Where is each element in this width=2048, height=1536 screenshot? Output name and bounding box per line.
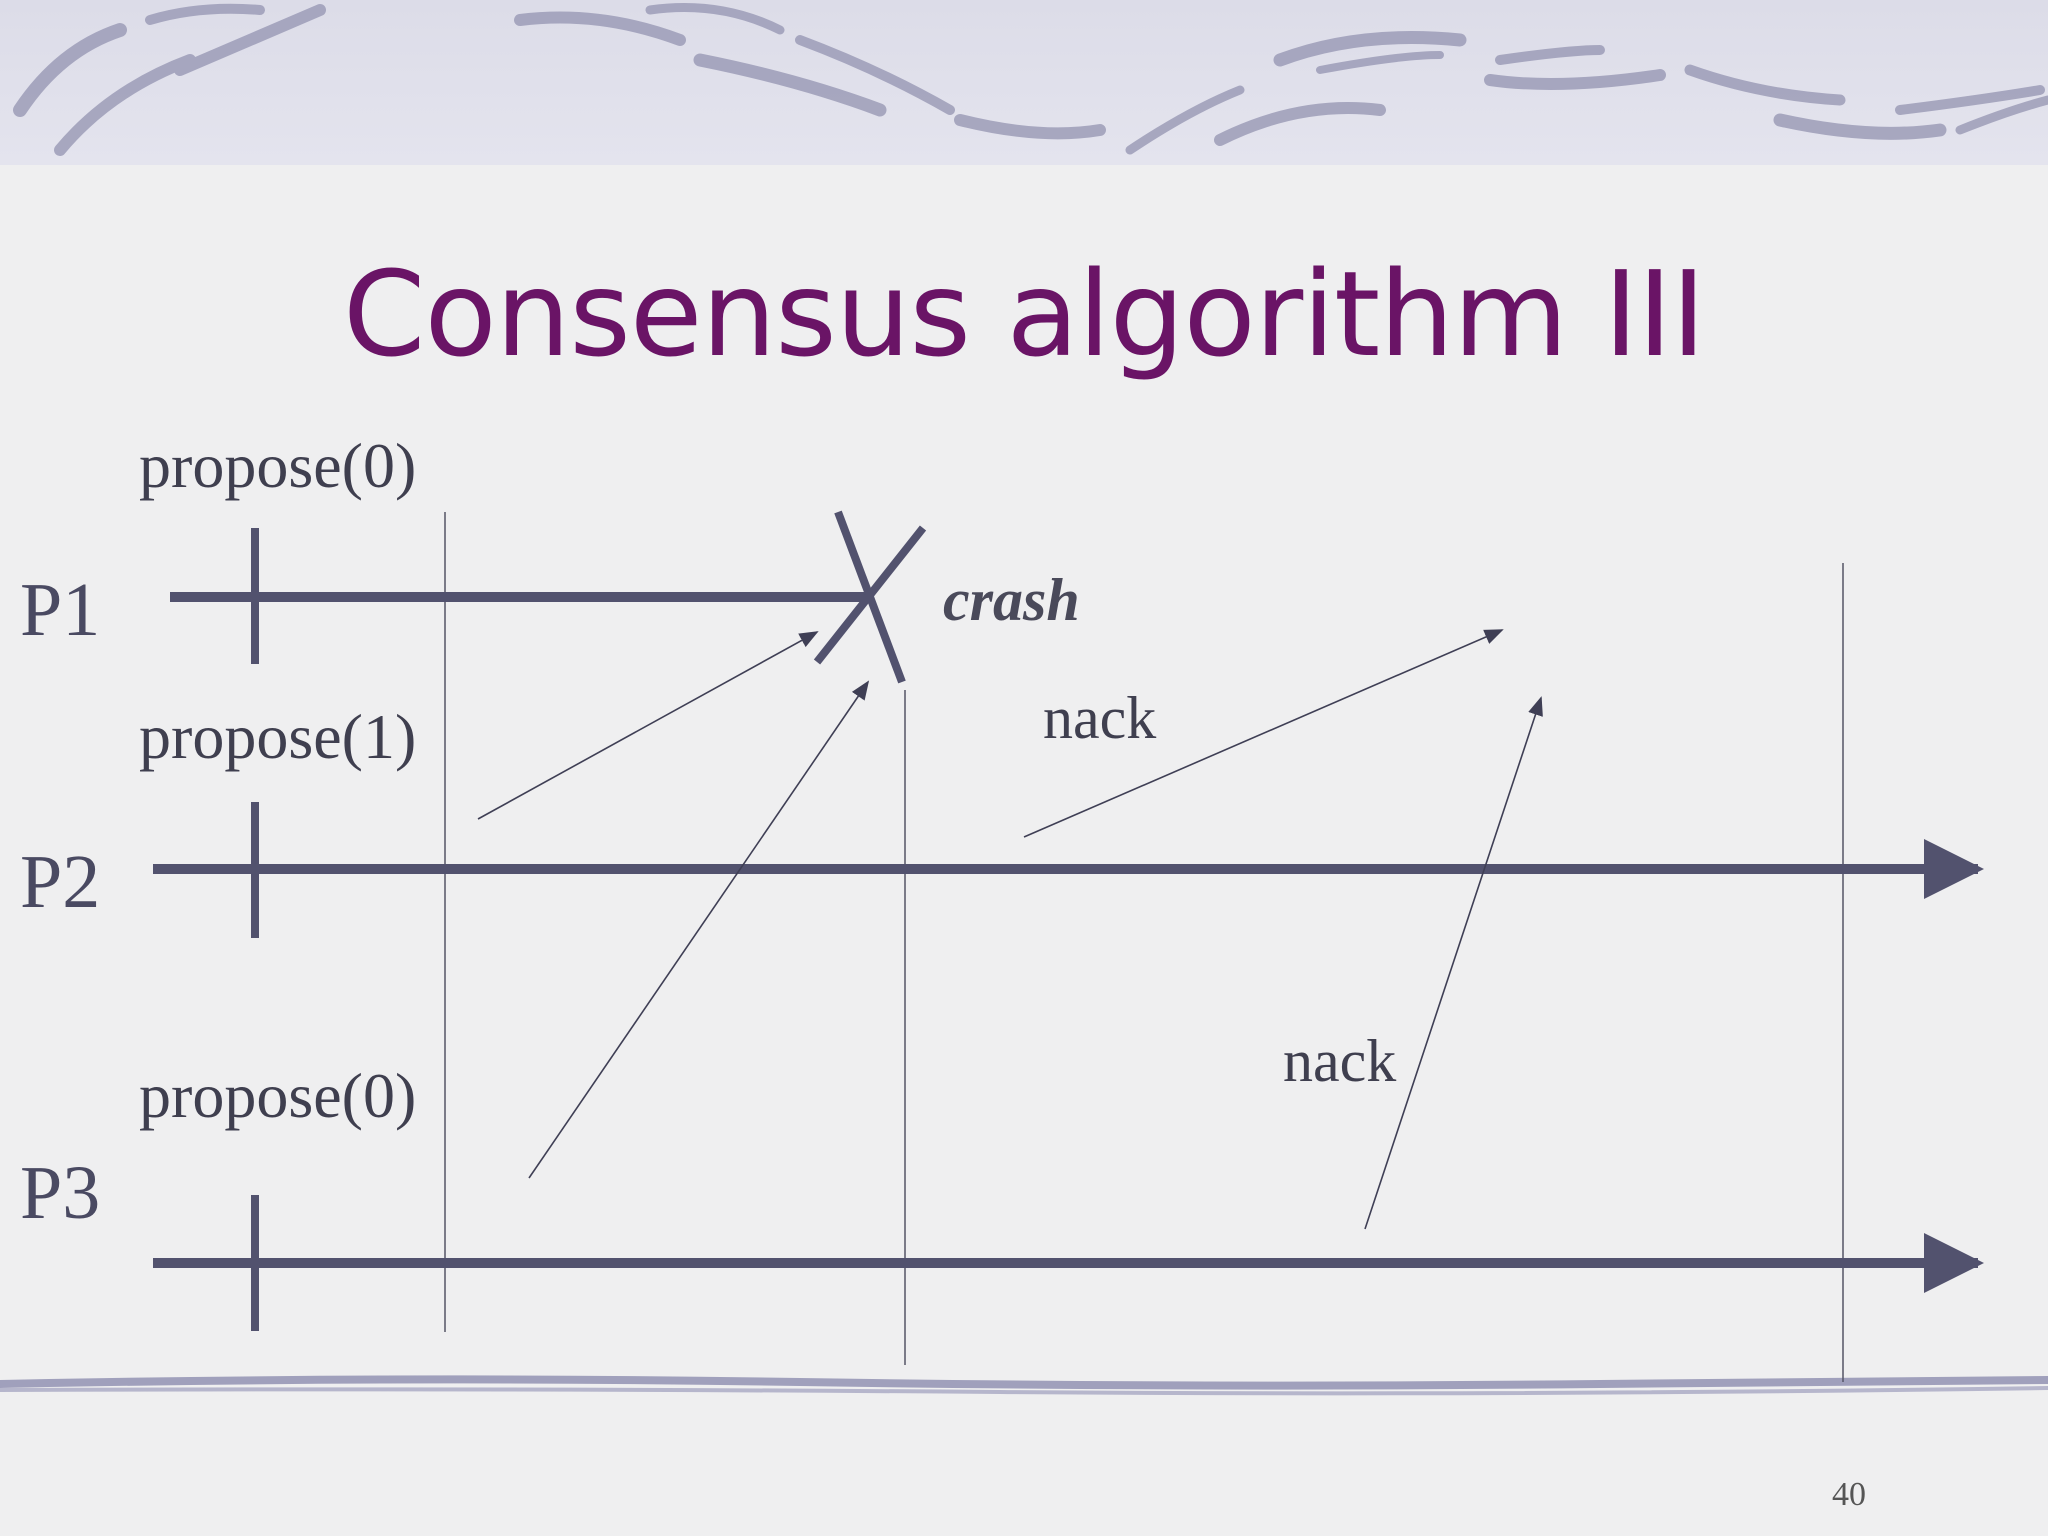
nack-label-lower: nack <box>1283 1028 1397 1094</box>
page-number: 40 <box>1832 1476 1866 1513</box>
slide-title: Consensus algorithm III <box>343 245 1706 383</box>
nack-p3-to-p1 <box>1364 696 1543 1230</box>
decorative-footer-line <box>0 1370 2048 1400</box>
proposal-label-p1: propose(0) <box>139 430 417 501</box>
process-label-p3: P3 <box>20 1151 101 1235</box>
crash-mark-stroke-b <box>813 525 927 665</box>
message-p3-to-p1 <box>528 680 870 1179</box>
nack-label-upper: nack <box>1043 685 1157 751</box>
footer-brush-line <box>0 1375 2048 1396</box>
crash-label: crash <box>943 567 1080 633</box>
nack-p2-to-p1 <box>1023 629 1504 838</box>
decorative-banner <box>0 0 2048 165</box>
process-label-p2: P2 <box>20 840 101 924</box>
proposal-label-p3: propose(0) <box>139 1060 417 1131</box>
message-p2-to-p1 <box>477 631 819 820</box>
process-label-p1: P1 <box>20 568 101 652</box>
brush-stroke-pattern <box>13 3 2048 156</box>
proposal-label-p2: propose(1) <box>139 701 417 772</box>
